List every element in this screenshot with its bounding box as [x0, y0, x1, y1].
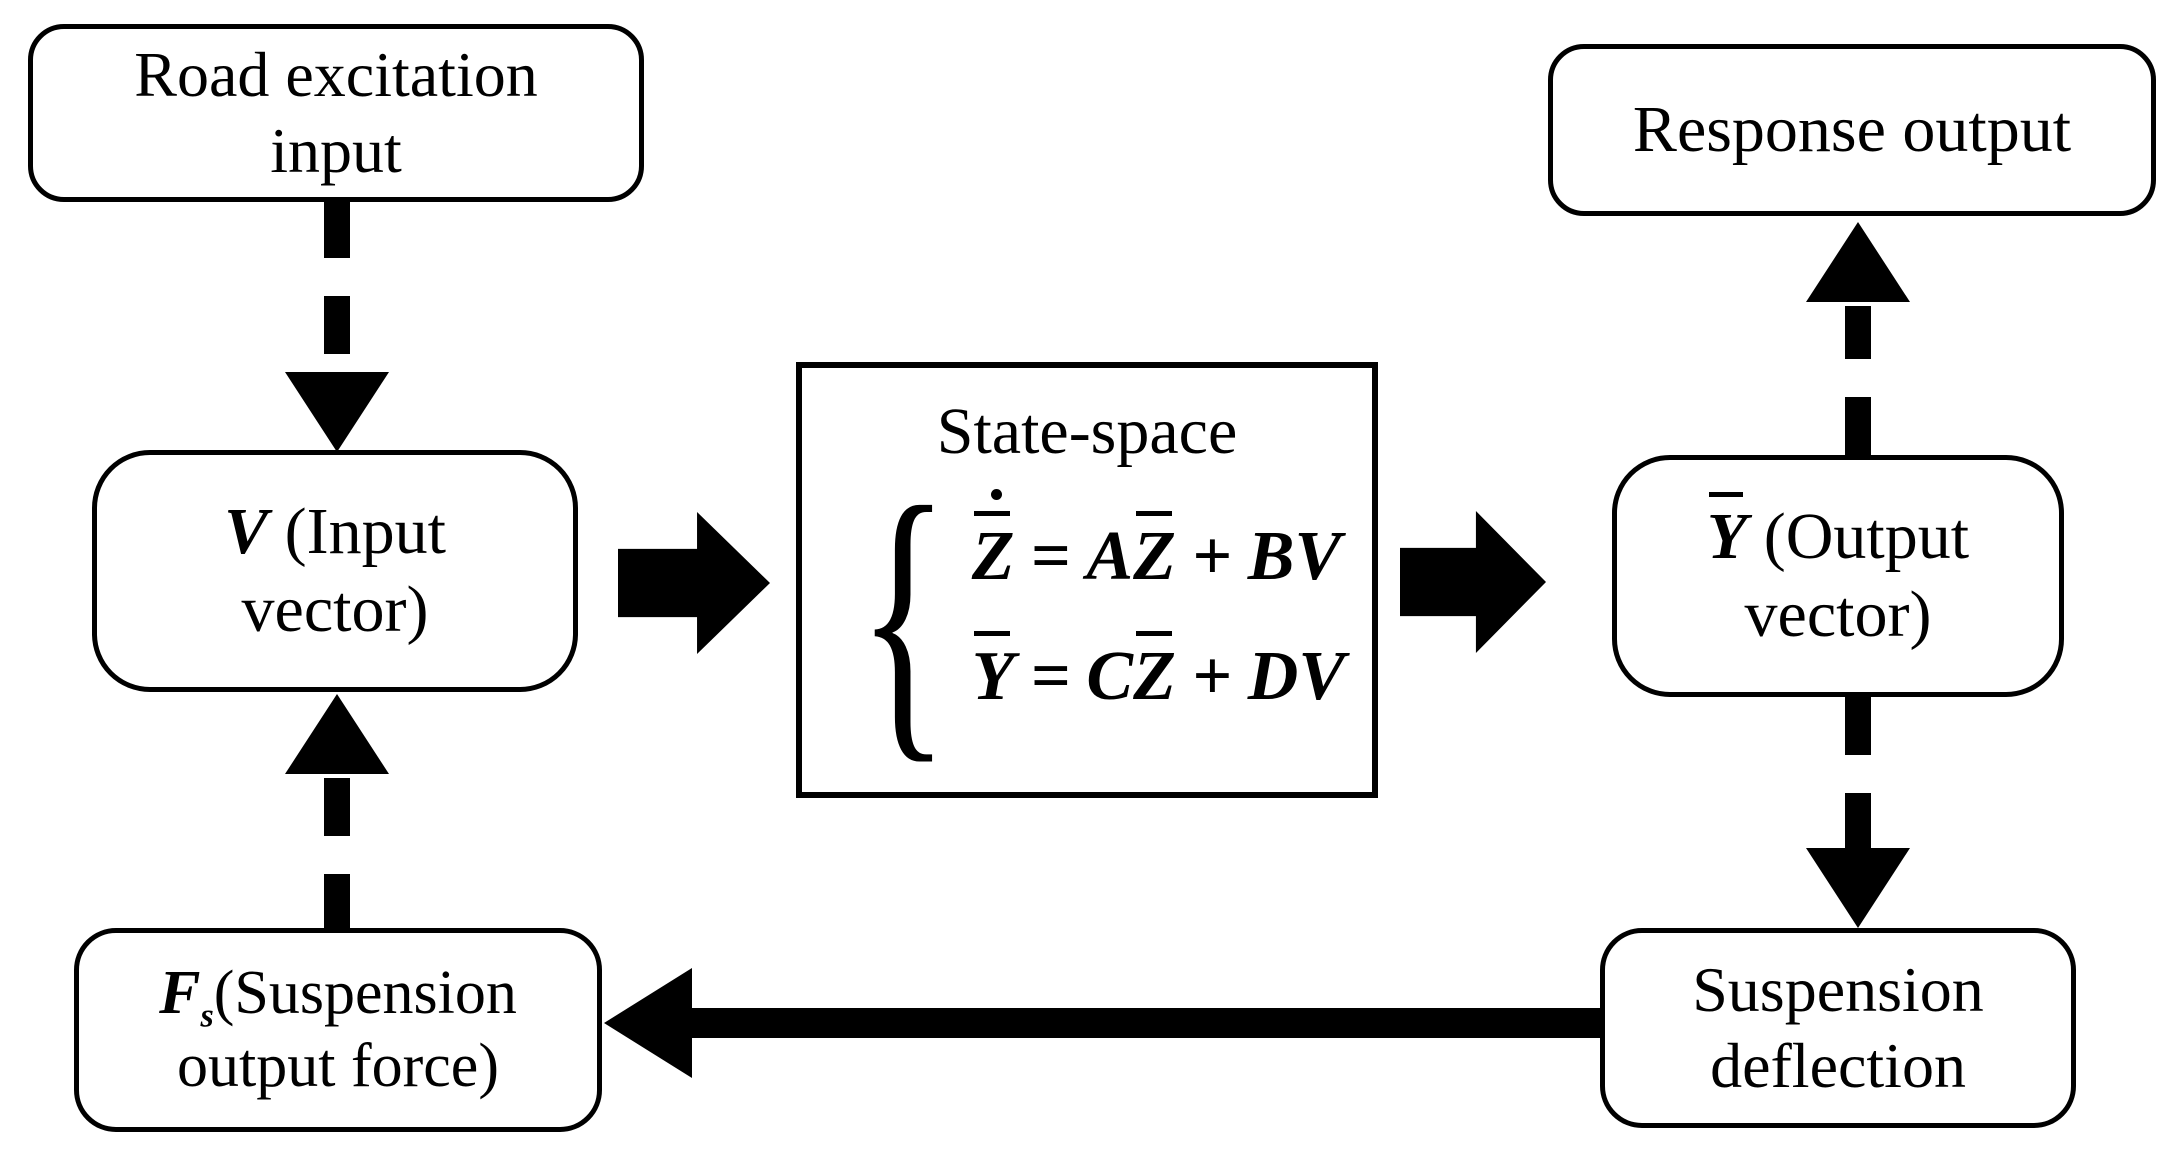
arrowhead-left-icon	[604, 968, 692, 1078]
arrow-stem	[324, 200, 350, 378]
arrowhead-down-icon	[285, 372, 389, 452]
block-arrow-right-input-to-statespace-icon	[618, 512, 770, 654]
math-var-v: V	[1294, 517, 1342, 595]
arrow-stem	[1845, 697, 1871, 848]
math-var-y-bar: Y	[971, 630, 1015, 715]
arrow-shaft	[688, 1008, 1602, 1038]
math-var-a: A	[1086, 517, 1134, 595]
brace-icon: {	[857, 445, 950, 788]
node-label-line: Y (Output	[1707, 492, 1970, 576]
equation-stack: Z=AZ+BV Y=CZ+DV	[971, 488, 1346, 717]
road-excitation-input-node: Road excitation input	[28, 24, 644, 202]
node-label-line: output force)	[177, 1032, 499, 1100]
equals-sign: =	[1030, 517, 1071, 595]
equals-sign: =	[1030, 637, 1071, 715]
suspension-force-node: Fs(Suspension output force)	[74, 928, 602, 1132]
node-label-line: vector)	[1744, 578, 1932, 651]
plus-sign: +	[1191, 637, 1232, 715]
arrowhead-up-icon	[285, 694, 389, 774]
node-label-line: V (Input	[224, 493, 446, 571]
state-space-title: State-space	[936, 395, 1238, 468]
suspension-deflection-node: Suspension deflection	[1600, 928, 2076, 1128]
node-label-line: Fs(Suspension	[159, 957, 517, 1033]
arrowhead-down-icon	[1806, 848, 1910, 928]
response-output-node: Response output	[1548, 44, 2156, 216]
math-var-v: V	[224, 495, 269, 569]
node-label-line: Suspension	[1692, 954, 1984, 1026]
output-vector-node: Y (Output vector)	[1612, 455, 2064, 697]
node-label-text: (Input	[268, 495, 446, 569]
node-label-line: input	[270, 115, 402, 186]
math-var-d: D	[1247, 637, 1299, 715]
math-var-z-bar: Z	[1133, 630, 1176, 715]
state-space-equations: { Z=AZ+BV Y=CZ+DV	[829, 445, 1346, 788]
math-var-z-bar: Z	[1133, 510, 1176, 595]
node-label-line: Response output	[1632, 93, 2072, 167]
math-var-c: C	[1086, 637, 1134, 715]
block-arrow-right-statespace-to-output-icon	[1400, 511, 1546, 653]
math-var-z-dot-bar: Z	[971, 488, 1015, 595]
node-label-text: (Output	[1747, 500, 1970, 574]
state-space-node: State-space { Z=AZ+BV Y=CZ+DV	[796, 362, 1378, 798]
math-var-y-bar: Y	[1707, 492, 1747, 576]
node-label-line: Road excitation	[134, 39, 538, 111]
equation-state: Z=AZ+BV	[971, 488, 1345, 597]
node-label-text: (Suspension	[213, 958, 517, 1027]
plus-sign: +	[1191, 517, 1232, 595]
node-label-line: deflection	[1710, 1030, 1966, 1101]
math-var-f: F	[159, 958, 201, 1027]
arrow-stem	[324, 778, 350, 928]
input-vector-node: V (Input vector)	[92, 450, 578, 692]
math-subscript-s: s	[200, 997, 214, 1035]
arrowhead-up-icon	[1806, 222, 1910, 302]
math-var-b: B	[1247, 517, 1295, 595]
arrow-stem	[1845, 306, 1871, 455]
node-label-line: vector)	[241, 573, 429, 646]
equation-output: Y=CZ+DV	[971, 630, 1346, 717]
math-var-v: V	[1298, 637, 1346, 715]
